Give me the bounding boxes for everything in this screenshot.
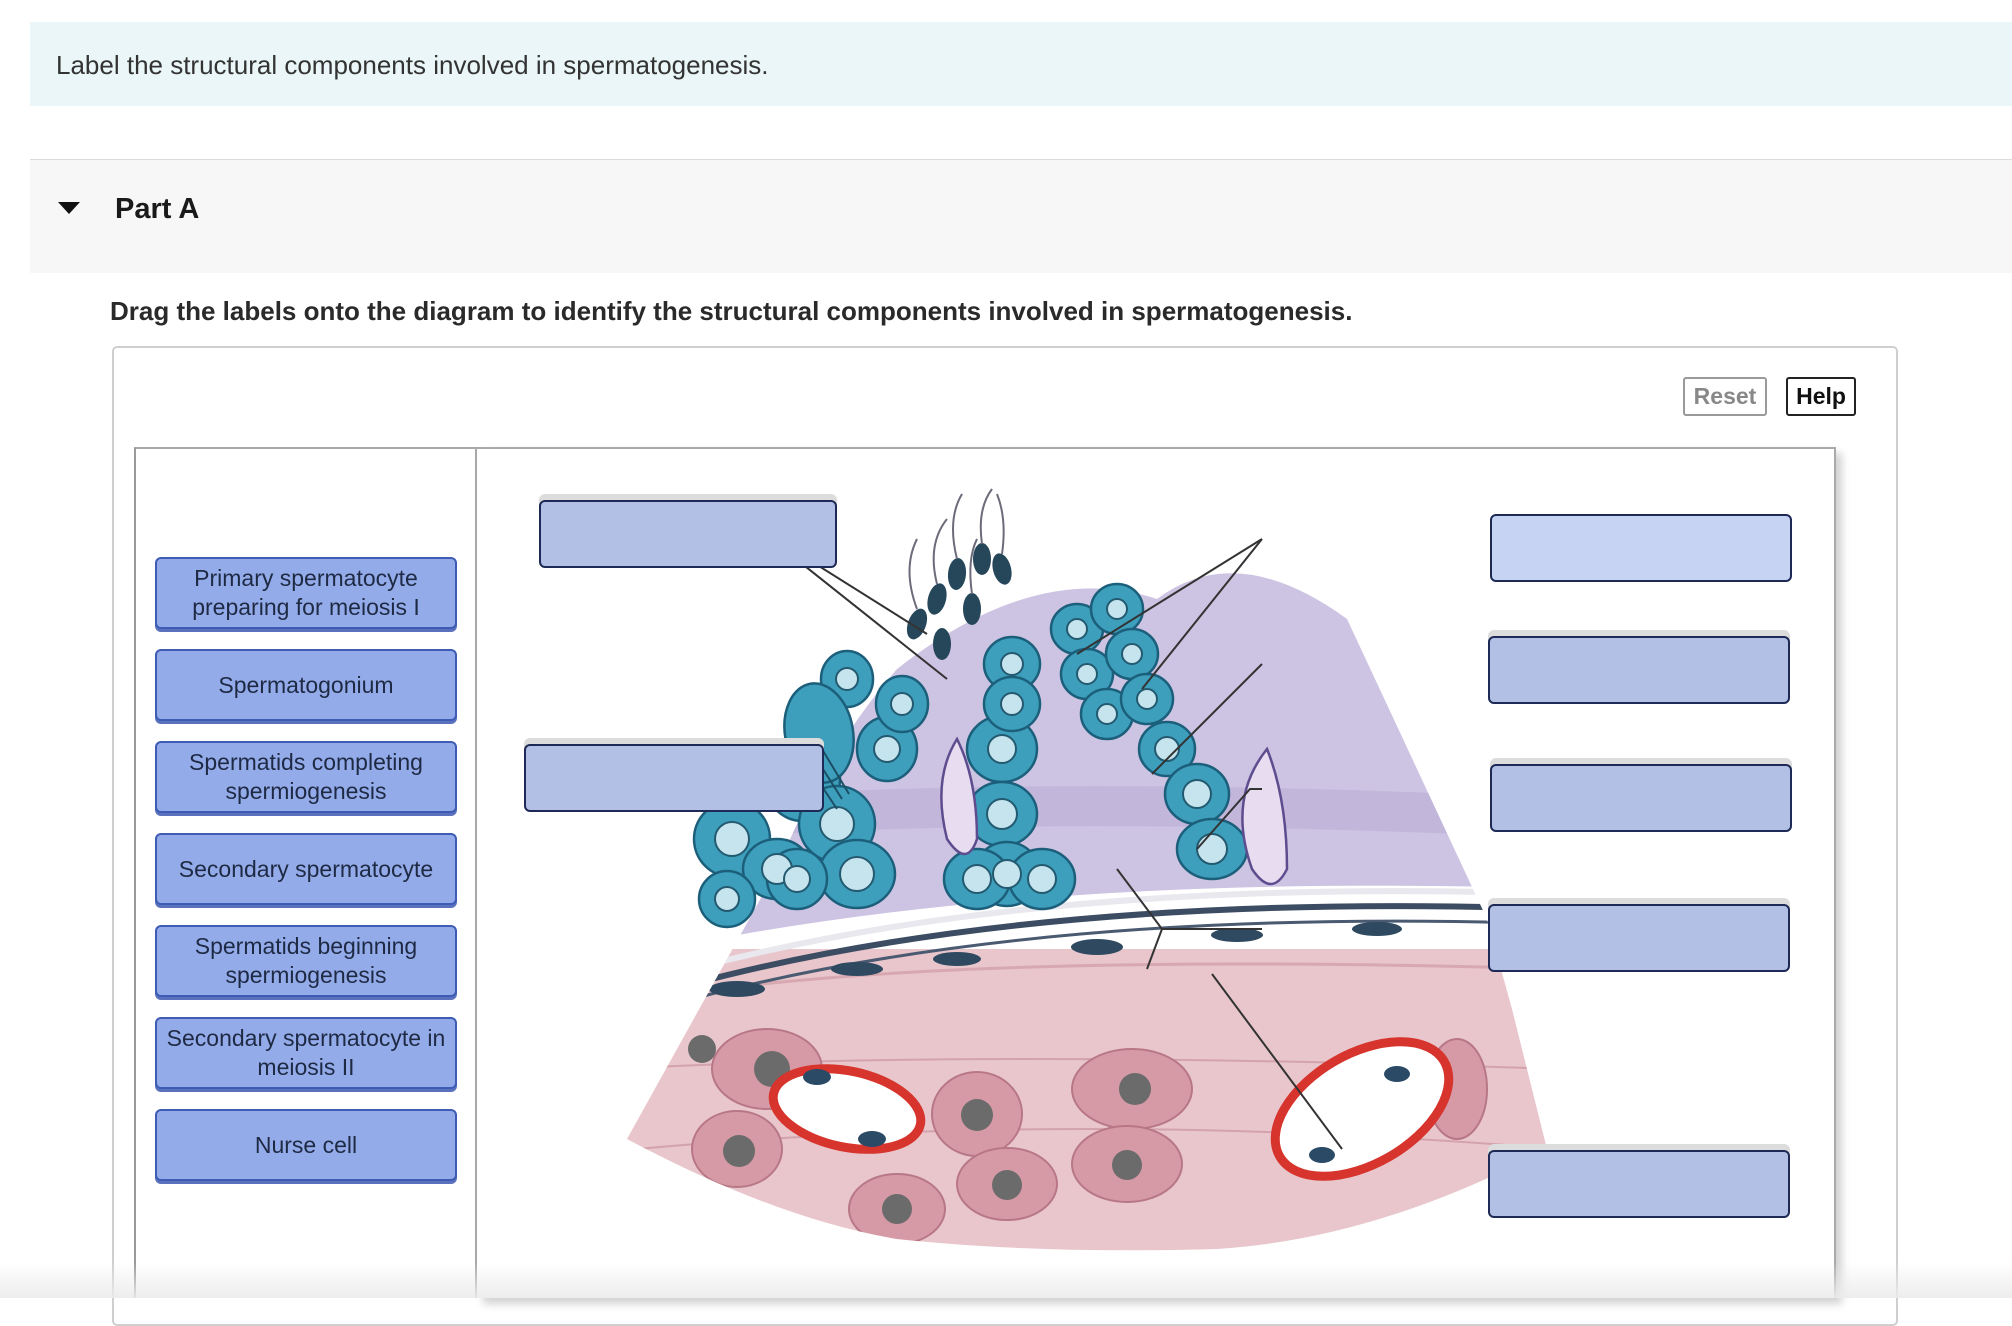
instruction-text: Label the structural components involved… xyxy=(56,50,769,80)
drop-target-top-right[interactable] xyxy=(1490,514,1792,582)
question-prompt: Drag the labels onto the diagram to iden… xyxy=(110,296,1353,326)
label-nurse-cell[interactable]: Nurse cell xyxy=(155,1109,457,1181)
drop-target-bottom-right[interactable] xyxy=(1488,1150,1790,1218)
drop-target-top-left[interactable] xyxy=(539,500,837,568)
label-secondary-spermatocyte-meiosis-ii[interactable]: Secondary spermatocyte in meiosis II xyxy=(155,1017,457,1089)
germ-cells xyxy=(692,488,1289,929)
part-a-header[interactable]: Part A xyxy=(30,159,2012,273)
label-spermatids-beginning[interactable]: Spermatids beginning spermiogenesis xyxy=(155,925,457,997)
label-secondary-spermatocyte[interactable]: Secondary spermatocyte xyxy=(155,833,457,905)
seminiferous-tubule-diagram xyxy=(627,488,1547,1251)
reset-button[interactable]: Reset xyxy=(1683,377,1767,416)
collapse-triangle-icon[interactable] xyxy=(58,202,80,214)
leader-lines xyxy=(742,523,1343,1150)
label-primary-spermatocyte[interactable]: Primary spermatocyte preparing for meios… xyxy=(155,557,457,629)
label-spermatogonium[interactable]: Spermatogonium xyxy=(155,649,457,721)
help-button[interactable]: Help xyxy=(1786,377,1856,416)
drop-target-mid-left[interactable] xyxy=(524,744,824,812)
part-title: Part A xyxy=(115,193,200,225)
instruction-banner: Label the structural components involved… xyxy=(30,22,2012,106)
drop-target-right-4[interactable] xyxy=(1488,904,1790,972)
page-bottom-fade xyxy=(0,1262,2012,1298)
drop-target-right-3[interactable] xyxy=(1490,764,1792,832)
drop-target-right-2[interactable] xyxy=(1488,636,1790,704)
label-spermatids-completing[interactable]: Spermatids completing spermiogenesis xyxy=(155,741,457,813)
